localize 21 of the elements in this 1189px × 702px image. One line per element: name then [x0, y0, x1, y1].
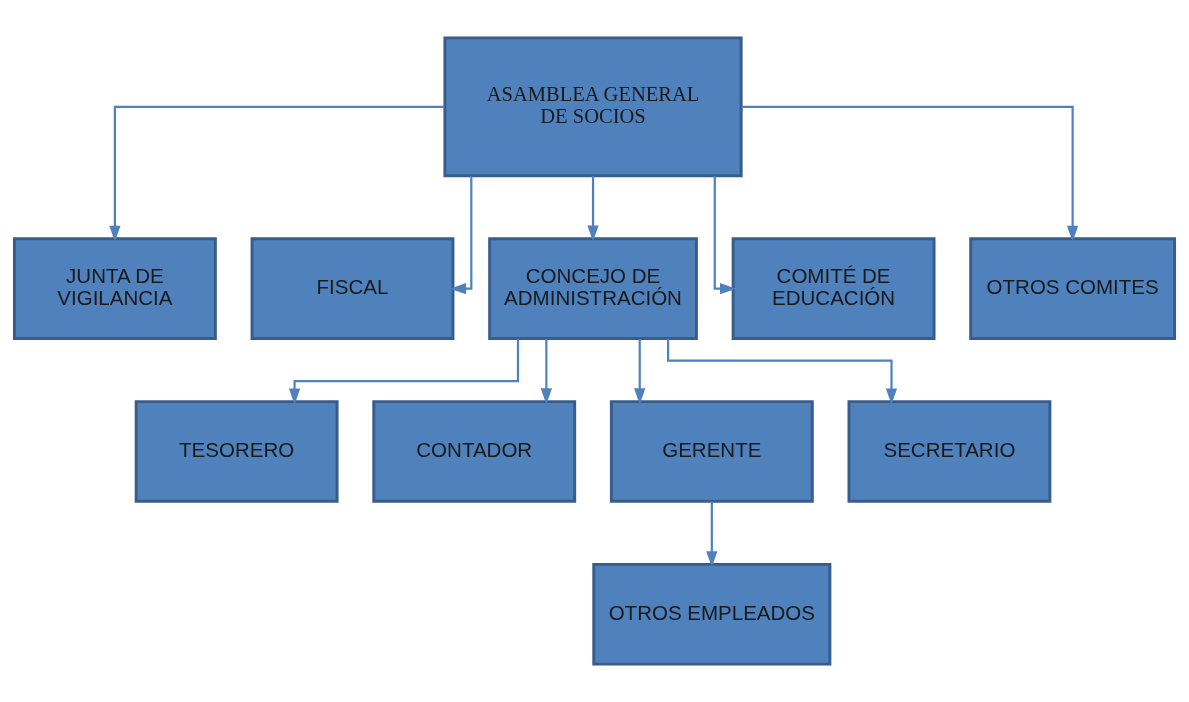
arrow — [706, 501, 718, 568]
node-box: TESORERO — [134, 400, 339, 503]
arrow — [288, 338, 520, 405]
node-box: OTROS EMPLEADOS — [592, 562, 832, 666]
arrow — [634, 338, 646, 405]
node-box: CONTADOR — [372, 400, 577, 503]
arrow — [741, 105, 1079, 242]
node-box: COMITÉ DE EDUCACIÓN — [731, 237, 936, 340]
node-box: OTROS COMITES — [969, 237, 1177, 340]
arrow — [713, 176, 737, 295]
node-box: SECRETARIO — [847, 400, 1052, 503]
node-box: JUNTA DE VIGILANCIA — [12, 237, 217, 340]
arrow — [449, 176, 473, 295]
node-box: GERENTE — [609, 400, 814, 503]
arrow — [587, 176, 599, 242]
arrow — [109, 105, 445, 242]
arrow — [540, 338, 552, 405]
node-box: ASAMBLEA GENERAL DE SOCIOS — [443, 36, 743, 178]
arrow — [667, 338, 898, 405]
node-box: FISCAL — [250, 237, 455, 340]
node-box: CONCEJO DE ADMINISTRACIÓN — [488, 237, 698, 340]
